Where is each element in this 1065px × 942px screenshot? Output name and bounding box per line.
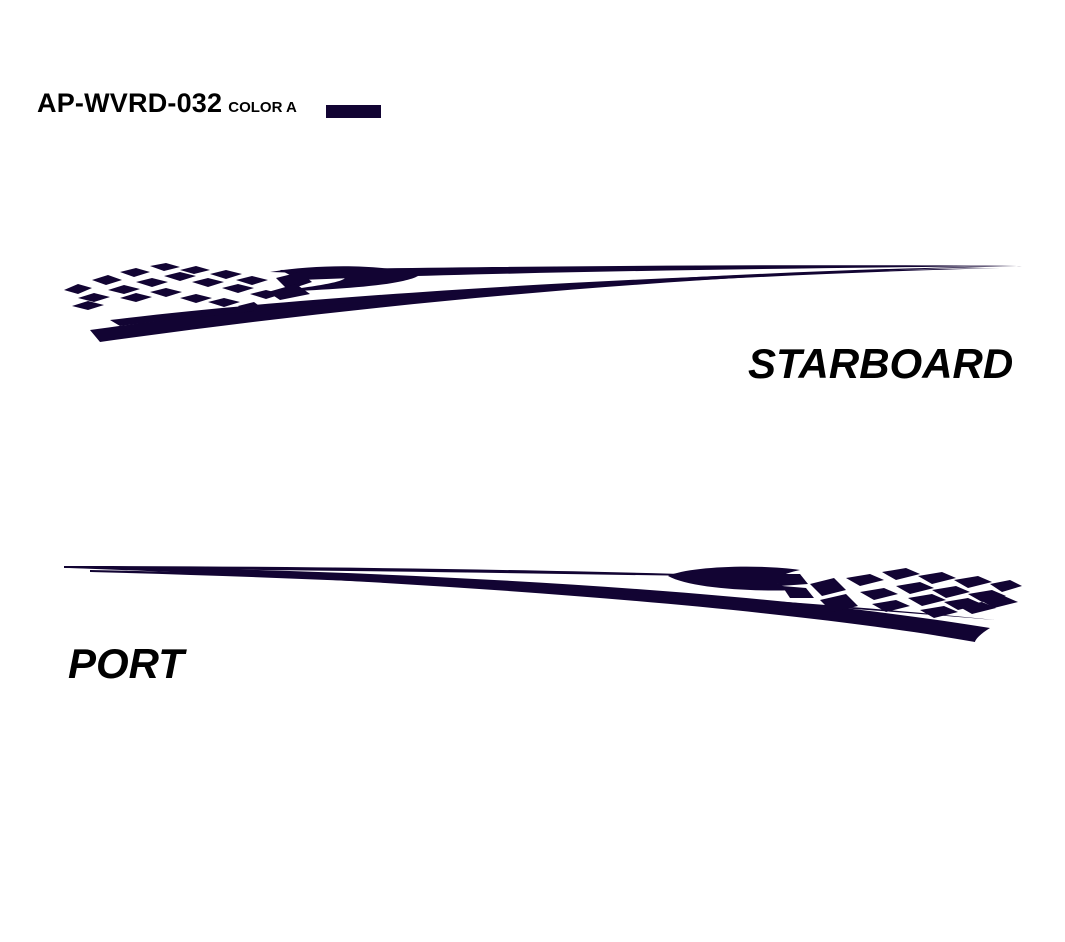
starboard-label: STARBOARD <box>748 340 1014 387</box>
color-label: COLOR A <box>228 99 297 116</box>
design-code: AP-WVRD-032 <box>37 88 223 118</box>
color-a-swatch <box>326 105 381 118</box>
port-label: PORT <box>68 640 184 687</box>
design-header: AP-WVRD-032 COLOR A <box>37 88 297 128</box>
